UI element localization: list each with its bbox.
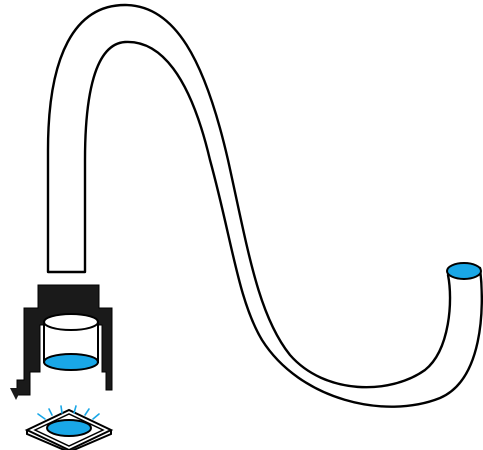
tube-inner-top [43,313,99,331]
curved-tube [46,3,483,408]
base-opening [46,419,92,437]
light-rays [37,405,100,420]
clamp-foot-left [10,388,22,400]
clamp-holder [16,284,113,396]
tube-inlet-opening [43,353,99,371]
tube-end-opening [446,262,482,280]
